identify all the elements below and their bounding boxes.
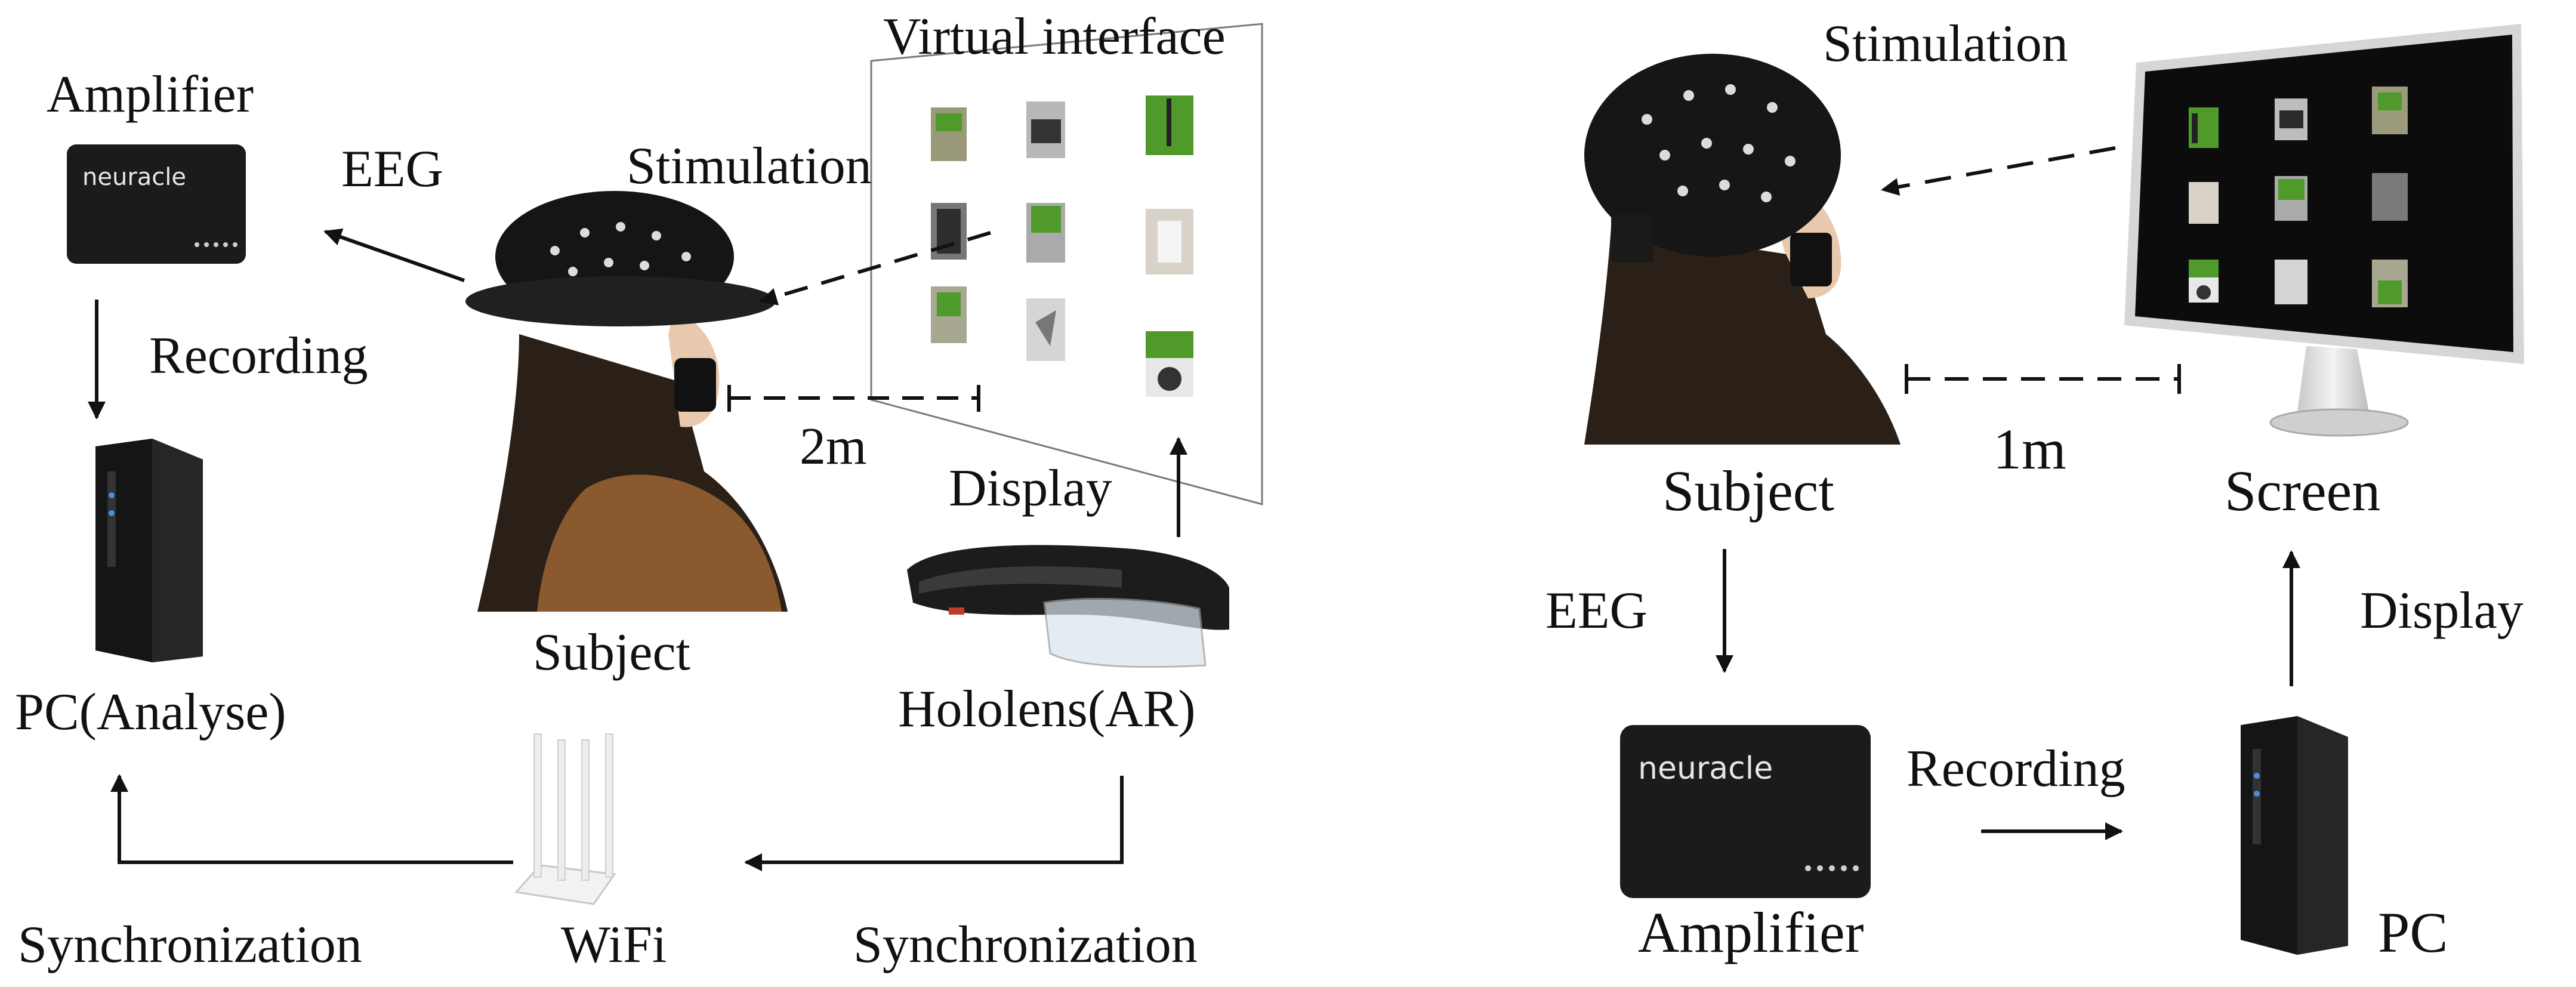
- amplifier-device-left: neuracle: [67, 144, 246, 264]
- screen-label: Screen: [2225, 459, 2381, 523]
- monitor-screen: [2124, 24, 2524, 437]
- arrow-stimulation-left: [759, 231, 991, 306]
- amplifier-brand-right: neuracle: [1638, 751, 1773, 786]
- stimulus-grid-right: [2189, 87, 2408, 307]
- display-label-left: Display: [949, 459, 1112, 517]
- subject-photo-right: [1584, 54, 1901, 445]
- sync-label-left: Synchronization: [18, 916, 362, 974]
- right-connectors: [1716, 146, 2300, 840]
- stimulation-label-left: Stimulation: [627, 137, 872, 195]
- arrow-sync-to-pc: [110, 774, 513, 864]
- hololens-label: Hololens(AR): [898, 680, 1196, 738]
- sync-label-right: Synchronization: [853, 916, 1198, 974]
- virtual-interface-panel: [870, 23, 1263, 505]
- amplifier-label-left: Amplifier: [47, 66, 254, 124]
- amplifier-brand-left: neuracle: [82, 164, 186, 191]
- wifi-label: WiFi: [561, 916, 667, 974]
- pc-label-right: PC: [2378, 900, 2448, 964]
- subject-photo-left: [465, 191, 788, 612]
- amplifier-label-right: Amplifier: [1638, 900, 1864, 964]
- pc-tower-right: [2241, 716, 2348, 955]
- subject-label-left: Subject: [533, 624, 690, 681]
- recording-label-right: Recording: [1906, 740, 2125, 798]
- wifi-router: [514, 733, 616, 905]
- pc-tower-left: [95, 439, 203, 662]
- stimulation-label-right: Stimulation: [1823, 15, 2068, 73]
- arrow-stimulation-right: [1881, 146, 2116, 196]
- amplifier-device-right: neuracle: [1620, 725, 1871, 898]
- pc-label-left: PC(Analyse): [15, 683, 286, 741]
- eeg-label-left: EEG: [341, 140, 444, 198]
- left-connectors: [88, 228, 1187, 871]
- subject-label-right: Subject: [1662, 459, 1834, 523]
- eeg-label-right: EEG: [1545, 582, 1648, 640]
- hololens-device: [907, 545, 1229, 668]
- recording-label-left: Recording: [149, 327, 368, 385]
- distance-label-left: 2m: [800, 418, 867, 476]
- distance-label-right: 1m: [1993, 417, 2066, 481]
- arrow-sync-to-wifi: [744, 776, 1124, 871]
- virtual-interface-label: Virtual interface: [883, 8, 1226, 66]
- display-label-right: Display: [2360, 582, 2523, 640]
- arrow-eeg-left: [323, 228, 465, 282]
